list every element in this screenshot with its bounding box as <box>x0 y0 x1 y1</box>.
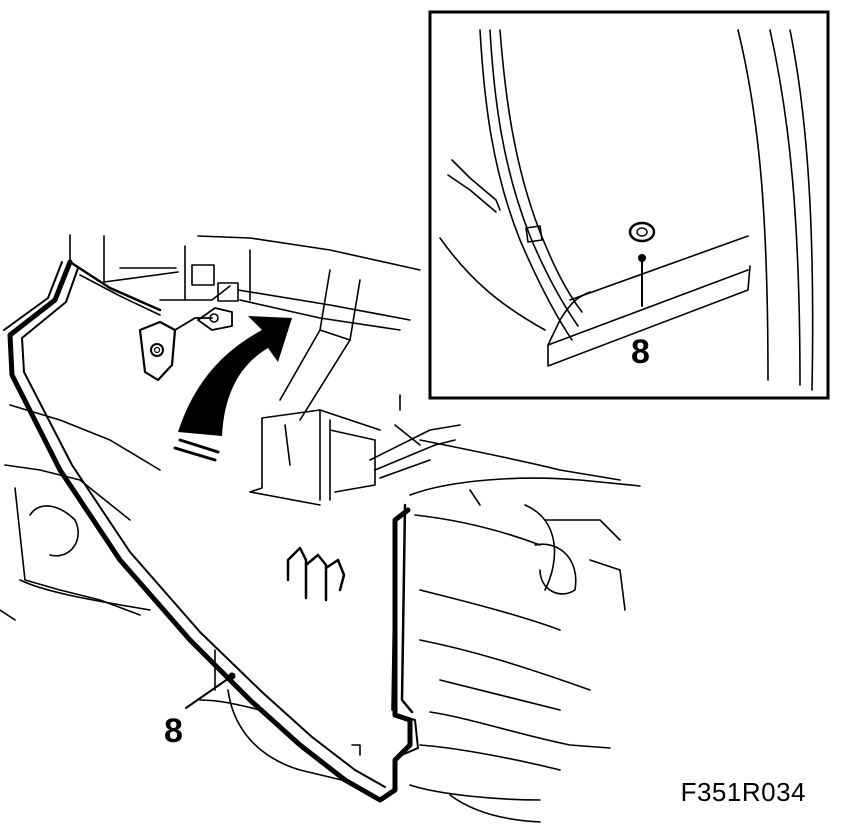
curved-arrow-icon <box>173 316 292 462</box>
inset-detail: 8 <box>428 10 830 400</box>
figure-code: F351R034 <box>680 777 806 807</box>
callout-inset: 8 <box>631 254 650 371</box>
callout-label-inset: 8 <box>631 333 650 371</box>
nut-icon <box>628 221 656 243</box>
callout-label-main: 8 <box>164 712 183 750</box>
background-structure <box>0 234 641 823</box>
side-panel <box>3 259 419 803</box>
callout-main: 8 <box>164 672 236 750</box>
